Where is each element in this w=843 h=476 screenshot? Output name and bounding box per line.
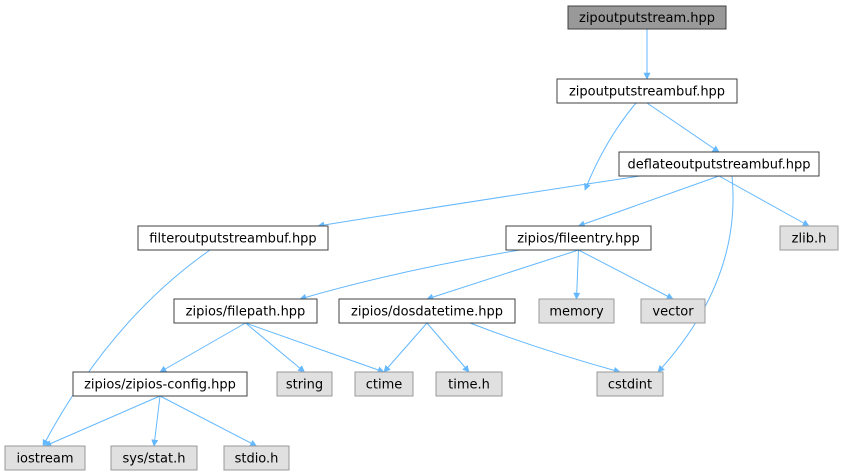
edge-filepath_hpp-to-zipios_config_hpp: [159, 322, 246, 373]
node-box: [223, 445, 290, 471]
node-label: zipoutputstream.hpp: [579, 11, 715, 26]
edge-filteroutputstreambuf_hpp-to-iostream: [42, 249, 211, 447]
node-stdio-h: stdio.h: [223, 445, 290, 471]
node-box: [640, 298, 706, 324]
node-zipios-config-hpp[interactable]: zipios/zipios-config.hpp: [72, 371, 248, 397]
node-label: memory: [549, 305, 604, 320]
node-filteroutputstreambuf-hpp[interactable]: filteroutputstreambuf.hpp: [137, 225, 329, 251]
node-box: [338, 298, 516, 324]
node-box: [435, 371, 503, 397]
node-dosdatetime-hpp[interactable]: zipios/dosdatetime.hpp: [338, 298, 516, 324]
node-box: [110, 445, 198, 471]
edges: [42, 29, 810, 447]
edge-fileentry_hpp-to-vector: [578, 249, 674, 300]
edge-fileentry_hpp-to-dosdatetime_hpp: [426, 249, 579, 301]
node-iostream: iostream: [4, 445, 86, 471]
node-label: zipios/zipios-config.hpp: [84, 378, 236, 393]
node-deflateoutputstreambuf-hpp[interactable]: deflateoutputstreambuf.hpp: [618, 151, 820, 177]
edge-fileentry_hpp-to-memory: [573, 249, 581, 300]
edge-filepath_hpp-to-ctime: [245, 322, 385, 374]
node-label: zipios/fileentry.hpp: [517, 232, 640, 247]
node-string: string: [276, 371, 333, 397]
edge-fileentry_hpp-to-filepath_hpp: [299, 249, 521, 301]
node-label: zipoutputstreambuf.hpp: [569, 85, 725, 100]
node-filepath-hpp[interactable]: zipios/filepath.hpp: [173, 298, 318, 324]
node-label: cstdint: [608, 378, 652, 393]
node-label: zipios/filepath.hpp: [186, 305, 306, 320]
node-label: vector: [652, 305, 694, 320]
edge-deflateoutputstreambuf_hpp-to-filteroutputstreambuf_hpp: [317, 175, 641, 229]
node-label: zlib.h: [792, 232, 827, 247]
node-box: [596, 371, 664, 397]
node-fileentry-hpp[interactable]: zipios/fileentry.hpp: [505, 225, 652, 251]
node-time-h: time.h: [435, 371, 503, 397]
edge-zipoutputstreambuf_hpp-to-deflateoutputstreambuf_hpp: [646, 102, 720, 153]
edge-dosdatetime_hpp-to-cstdint: [469, 322, 621, 374]
node-label: deflateoutputstreambuf.hpp: [628, 158, 811, 173]
node-box: [4, 445, 86, 471]
edge-deflateoutputstreambuf_hpp-to-cstdint: [657, 175, 734, 373]
node-zipoutputstream-hpp[interactable]: zipoutputstream.hpp: [567, 5, 727, 30]
node-vector: vector: [640, 298, 706, 324]
node-ctime: ctime: [354, 371, 414, 397]
node-box: [567, 5, 727, 30]
edge-zipios_config_hpp-to-iostream: [44, 395, 161, 447]
edge-filepath_hpp-to-string: [245, 322, 306, 373]
node-label: stdio.h: [235, 452, 279, 467]
node-zlib-h: zlib.h: [779, 225, 839, 251]
node-box: [173, 298, 318, 324]
nodes: zipoutputstream.hpp zipoutputstreambuf.hp…: [4, 5, 839, 471]
node-label: zipios/dosdatetime.hpp: [351, 305, 503, 320]
node-label: iostream: [16, 452, 73, 467]
node-cstdint: cstdint: [596, 371, 664, 397]
node-sys-stat-h: sys/stat.h: [110, 445, 198, 471]
node-label: filteroutputstreambuf.hpp: [149, 232, 316, 247]
edge-deflateoutputstreambuf_hpp-to-zlib_h: [718, 175, 810, 227]
node-label: ctime: [366, 378, 403, 393]
node-memory: memory: [538, 298, 615, 324]
node-box: [276, 371, 333, 397]
node-box: [556, 78, 738, 104]
node-box: [72, 371, 248, 397]
edge-zipoutputstreambuf_hpp-to-fileentry_hpp: [584, 102, 637, 191]
edge-dosdatetime_hpp-to-time_h: [426, 322, 470, 373]
node-label: string: [286, 378, 323, 393]
node-box: [618, 151, 820, 177]
node-box: [137, 225, 329, 251]
node-label: time.h: [448, 378, 490, 393]
node-box: [354, 371, 414, 397]
edge-deflateoutputstreambuf_hpp-to-fileentry_hpp: [577, 175, 720, 228]
edge-zipios_config_hpp-to-sys_stat_h: [151, 395, 161, 447]
node-box: [538, 298, 615, 324]
node-label: sys/stat.h: [123, 452, 186, 467]
edge-dosdatetime_hpp-to-ctime: [383, 322, 428, 373]
edge-zipios_config_hpp-to-stdio_h: [159, 395, 258, 447]
node-box: [505, 225, 652, 251]
node-box: [779, 225, 839, 251]
node-zipoutputstreambuf-hpp[interactable]: zipoutputstreambuf.hpp: [556, 78, 738, 104]
